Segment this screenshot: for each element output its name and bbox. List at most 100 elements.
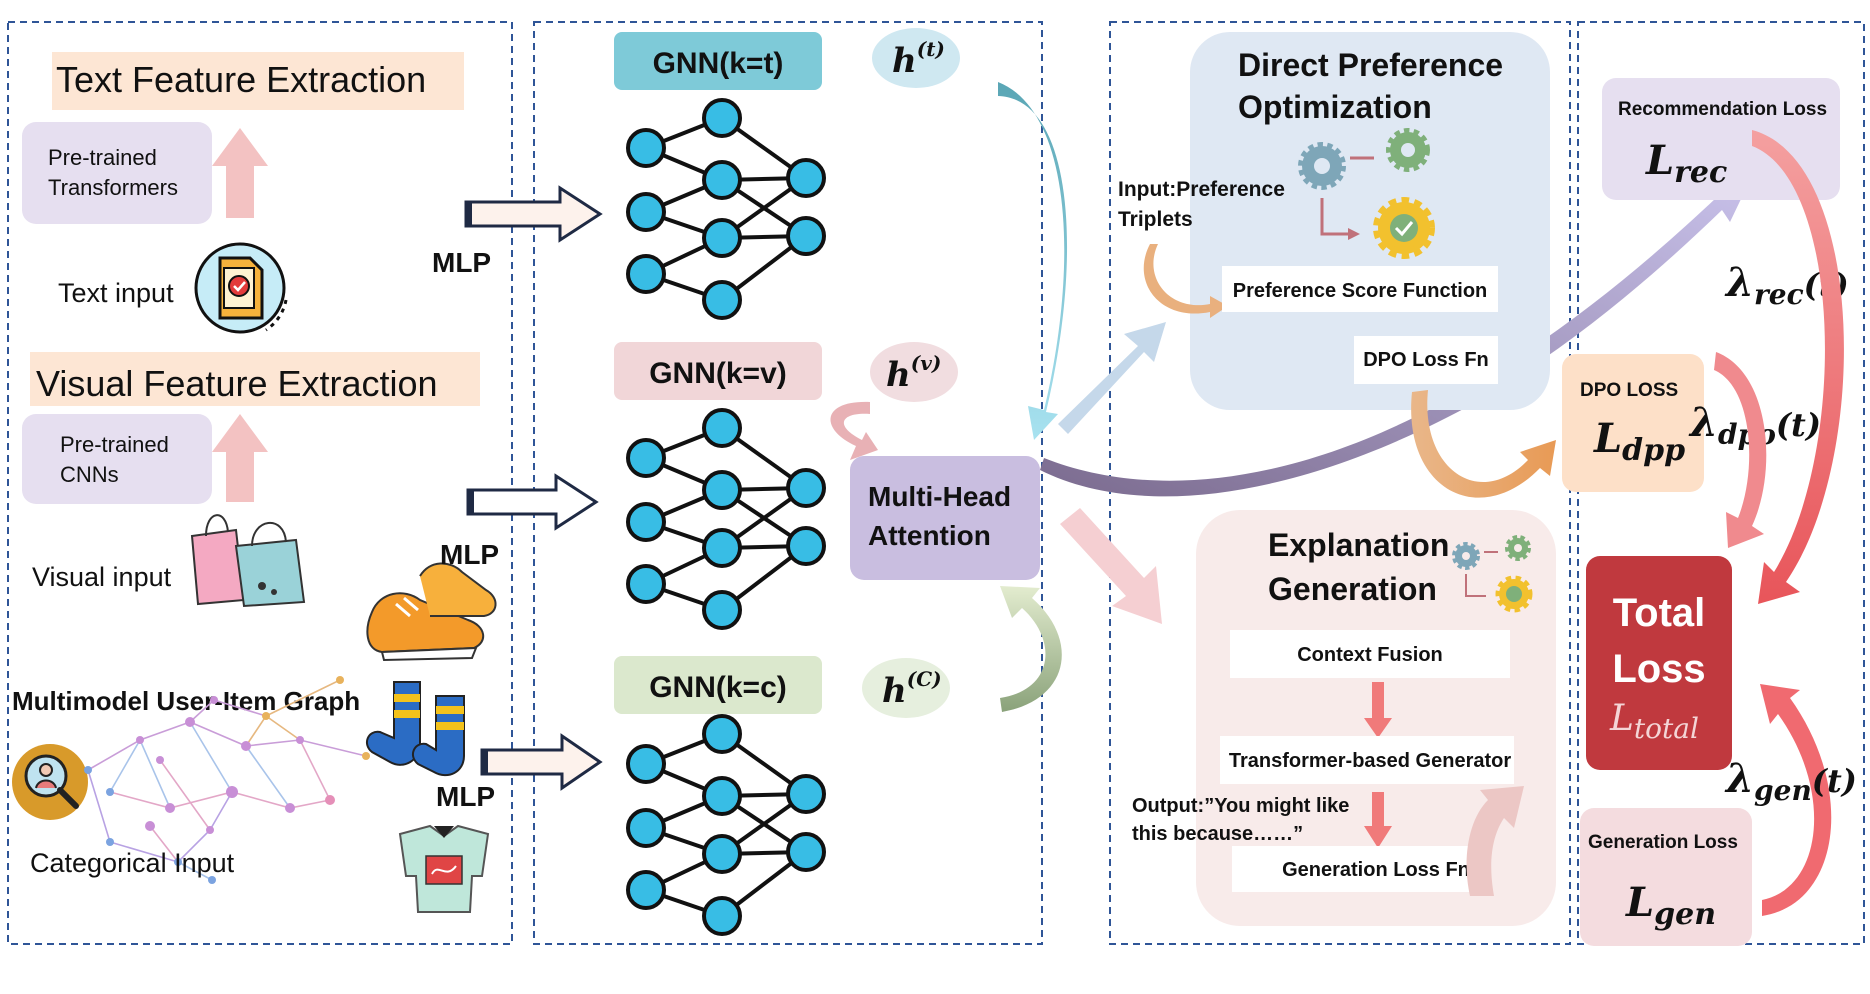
visual-mlp-arrow — [466, 473, 599, 531]
gears-icon-explanation — [1452, 535, 1533, 613]
text-up-arrow — [212, 128, 268, 218]
generation-loss-fn-label: Generation Loss Fn — [1282, 859, 1470, 881]
network-node — [702, 896, 742, 936]
gnn-c-network — [626, 714, 826, 936]
network-node — [786, 216, 826, 256]
user-item-graph — [84, 676, 370, 884]
context-fusion-box — [1230, 630, 1510, 678]
dpo-input-line1: Input:Preference — [1118, 178, 1285, 201]
network-node — [702, 98, 742, 138]
h-v-bubble — [870, 342, 958, 402]
dpo-title-line2: Optimization — [1238, 89, 1432, 125]
gnn-c-label-box — [614, 656, 822, 714]
dpo-loss-box — [1562, 354, 1704, 492]
explanation-title-line2: Generation — [1268, 571, 1437, 607]
h-c-symbol: h(C) — [882, 667, 942, 711]
network-node — [786, 468, 826, 508]
gen-loss-title: Generation Loss — [1588, 832, 1738, 853]
network-node — [702, 528, 742, 568]
explanation-title-line1: Explanation — [1268, 527, 1449, 563]
generator-box — [1220, 736, 1514, 784]
network-node — [626, 502, 666, 542]
generation-loss-fn-box — [1232, 846, 1482, 892]
network-node — [626, 438, 666, 478]
visual-feature-title-box — [30, 352, 480, 406]
categorical-input-label: Categorical Input — [30, 848, 235, 878]
document-icon — [194, 242, 288, 334]
categorical-mlp-arrow — [480, 733, 603, 791]
generator-label: Transformer-based Generator — [1229, 750, 1512, 772]
gnn-c-label: GNN(k=c) — [649, 671, 787, 704]
network-node — [626, 744, 666, 784]
total-loss-box — [1586, 556, 1732, 770]
rec-loss-symbol: Lrec — [1645, 137, 1727, 190]
gnn-t-label-box — [614, 32, 822, 90]
gnn-t-network — [626, 98, 826, 320]
text-feature-title-box — [52, 52, 464, 110]
context-fusion-label: Context Fusion — [1297, 644, 1443, 666]
network-node — [702, 218, 742, 258]
attention-to-explanation-arrow — [1060, 508, 1162, 624]
rec-loss-title: Recommendation Loss — [1618, 99, 1827, 120]
h-t-symbol: h(t) — [892, 37, 945, 81]
visual-input-label: Visual input — [32, 562, 172, 592]
network-node — [626, 192, 666, 232]
gen-loss-box — [1580, 808, 1752, 946]
visual-model-line1: Pre-trained — [60, 432, 169, 457]
dpo-loss-fn-box — [1354, 336, 1498, 384]
input-to-score-arrow — [1143, 244, 1228, 318]
gnn-v-label-box — [614, 342, 822, 400]
network-node — [786, 774, 826, 814]
dpo-box — [1190, 32, 1550, 410]
network-node — [626, 870, 666, 910]
socks-icon — [365, 681, 465, 777]
attention-to-dpo-arrow — [1058, 322, 1166, 434]
visual-feature-title: Visual Feature Extraction — [36, 363, 438, 404]
dpo-title-line1: Direct Preference — [1238, 47, 1503, 83]
network-node — [626, 564, 666, 604]
multi-head-attention-box — [850, 456, 1040, 580]
total-loss-line2: Loss — [1612, 647, 1705, 691]
visual-model-line2: CNNs — [60, 462, 119, 487]
network-node — [702, 470, 742, 510]
sneakers-icon — [366, 562, 497, 662]
dpo-to-loss-arrow — [1411, 390, 1556, 498]
gnn-t-label: GNN(k=t) — [653, 47, 784, 80]
network-node — [626, 128, 666, 168]
network-node — [702, 714, 742, 754]
user-magnifier-icon — [12, 744, 88, 820]
dpo-panel-border — [1109, 21, 1571, 945]
text-model-line2: Transformers — [48, 175, 178, 200]
preference-score-box — [1222, 266, 1498, 312]
h-v-symbol: h(v) — [886, 351, 941, 395]
context-to-generator-arrow — [1364, 682, 1392, 738]
network-node — [702, 160, 742, 200]
gears-icon-dpo — [1298, 128, 1435, 259]
h-v-to-attention-arrow — [830, 401, 878, 460]
graph-title: Multimodel User-Item Graph — [12, 686, 360, 716]
rec-loss-box — [1602, 78, 1840, 200]
mlp-label-categorical: MLP — [436, 781, 495, 812]
lambda-gen: λgen(t) — [1724, 755, 1857, 807]
gen-loss-symbol: Lgen — [1625, 879, 1716, 932]
network-node — [786, 526, 826, 566]
dpo-to-total-arrow — [1714, 352, 1767, 548]
gnn-v-network — [626, 408, 826, 630]
network-node — [786, 832, 826, 872]
network-node — [702, 408, 742, 448]
generation-loop-arrow — [1466, 786, 1524, 896]
preference-score-label: Preference Score Function — [1233, 280, 1488, 302]
network-node — [702, 590, 742, 630]
attention-to-rec-loss-arrow — [1040, 176, 1752, 497]
dpo-loss-title: DPO LOSS — [1580, 380, 1678, 401]
gen-to-total-arrow — [1760, 684, 1832, 916]
mlp-label-visual: MLP — [440, 539, 499, 570]
network-node — [702, 776, 742, 816]
visual-up-arrow — [212, 414, 268, 502]
visual-model-box — [22, 414, 212, 504]
text-feature-title: Text Feature Extraction — [56, 59, 426, 100]
gnn-panel-border — [533, 21, 1043, 945]
network-node — [626, 254, 666, 294]
input-panel-border — [7, 21, 513, 945]
